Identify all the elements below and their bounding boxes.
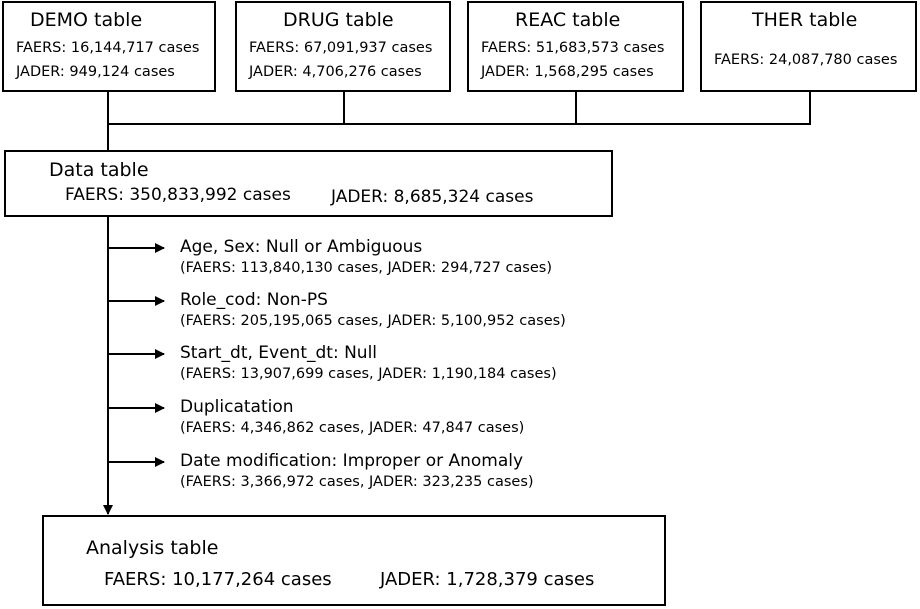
reac-table-title: REAC table	[515, 9, 621, 31]
demo-faers-count: FAERS: 16,144,717 cases	[16, 40, 200, 56]
analysis-faers-count: FAERS: 10,177,264 cases	[104, 569, 332, 590]
demo-table-title: DEMO table	[30, 9, 143, 31]
ther-table-box: THER table FAERS: 24,087,780 cases	[700, 1, 917, 92]
reac-faers-count: FAERS: 51,683,573 cases	[481, 40, 665, 56]
exclusion-label: Start_dt, Event_dt: Null	[180, 343, 378, 363]
reac-table-box: REAC table FAERS: 51,683,573 cases JADER…	[467, 1, 684, 92]
drug-faers-count: FAERS: 67,091,937 cases	[249, 40, 433, 56]
exclusion-label: Age, Sex: Null or Ambiguous	[180, 237, 423, 257]
analysis-table-title: Analysis table	[86, 537, 219, 559]
exclusion-counts: (FAERS: 113,840,130 cases, JADER: 294,72…	[180, 260, 552, 276]
ther-faers-count: FAERS: 24,087,780 cases	[714, 52, 898, 68]
drug-jader-count: JADER: 4,706,276 cases	[249, 64, 422, 80]
demo-jader-count: JADER: 949,124 cases	[16, 64, 175, 80]
exclusion-label: Date modification: Improper or Anomaly	[180, 451, 524, 471]
analysis-jader-count: JADER: 1,728,379 cases	[380, 569, 595, 590]
drug-table-box: DRUG table FAERS: 67,091,937 cases JADER…	[235, 1, 451, 92]
exclusion-counts: (FAERS: 4,346,862 cases, JADER: 47,847 c…	[180, 420, 525, 436]
analysis-table-box: Analysis table FAERS: 10,177,264 cases J…	[42, 515, 666, 606]
ther-table-title: THER table	[752, 9, 858, 31]
exclusion-label: Duplicatation	[180, 397, 294, 417]
demo-table-box: DEMO table FAERS: 16,144,717 cases JADER…	[2, 1, 216, 92]
exclusion-counts: (FAERS: 205,195,065 cases, JADER: 5,100,…	[180, 313, 566, 329]
drug-table-title: DRUG table	[283, 9, 394, 31]
data-table-title: Data table	[49, 159, 149, 181]
data-faers-count: FAERS: 350,833,992 cases	[65, 185, 291, 205]
exclusion-label: Role_cod: Non-PS	[180, 290, 328, 310]
reac-jader-count: JADER: 1,568,295 cases	[481, 64, 654, 80]
data-jader-count: JADER: 8,685,324 cases	[331, 187, 534, 207]
exclusion-counts: (FAERS: 3,366,972 cases, JADER: 323,235 …	[180, 474, 534, 490]
exclusion-counts: (FAERS: 13,907,699 cases, JADER: 1,190,1…	[180, 366, 557, 382]
data-table-box: Data table FAERS: 350,833,992 cases JADE…	[4, 150, 613, 217]
